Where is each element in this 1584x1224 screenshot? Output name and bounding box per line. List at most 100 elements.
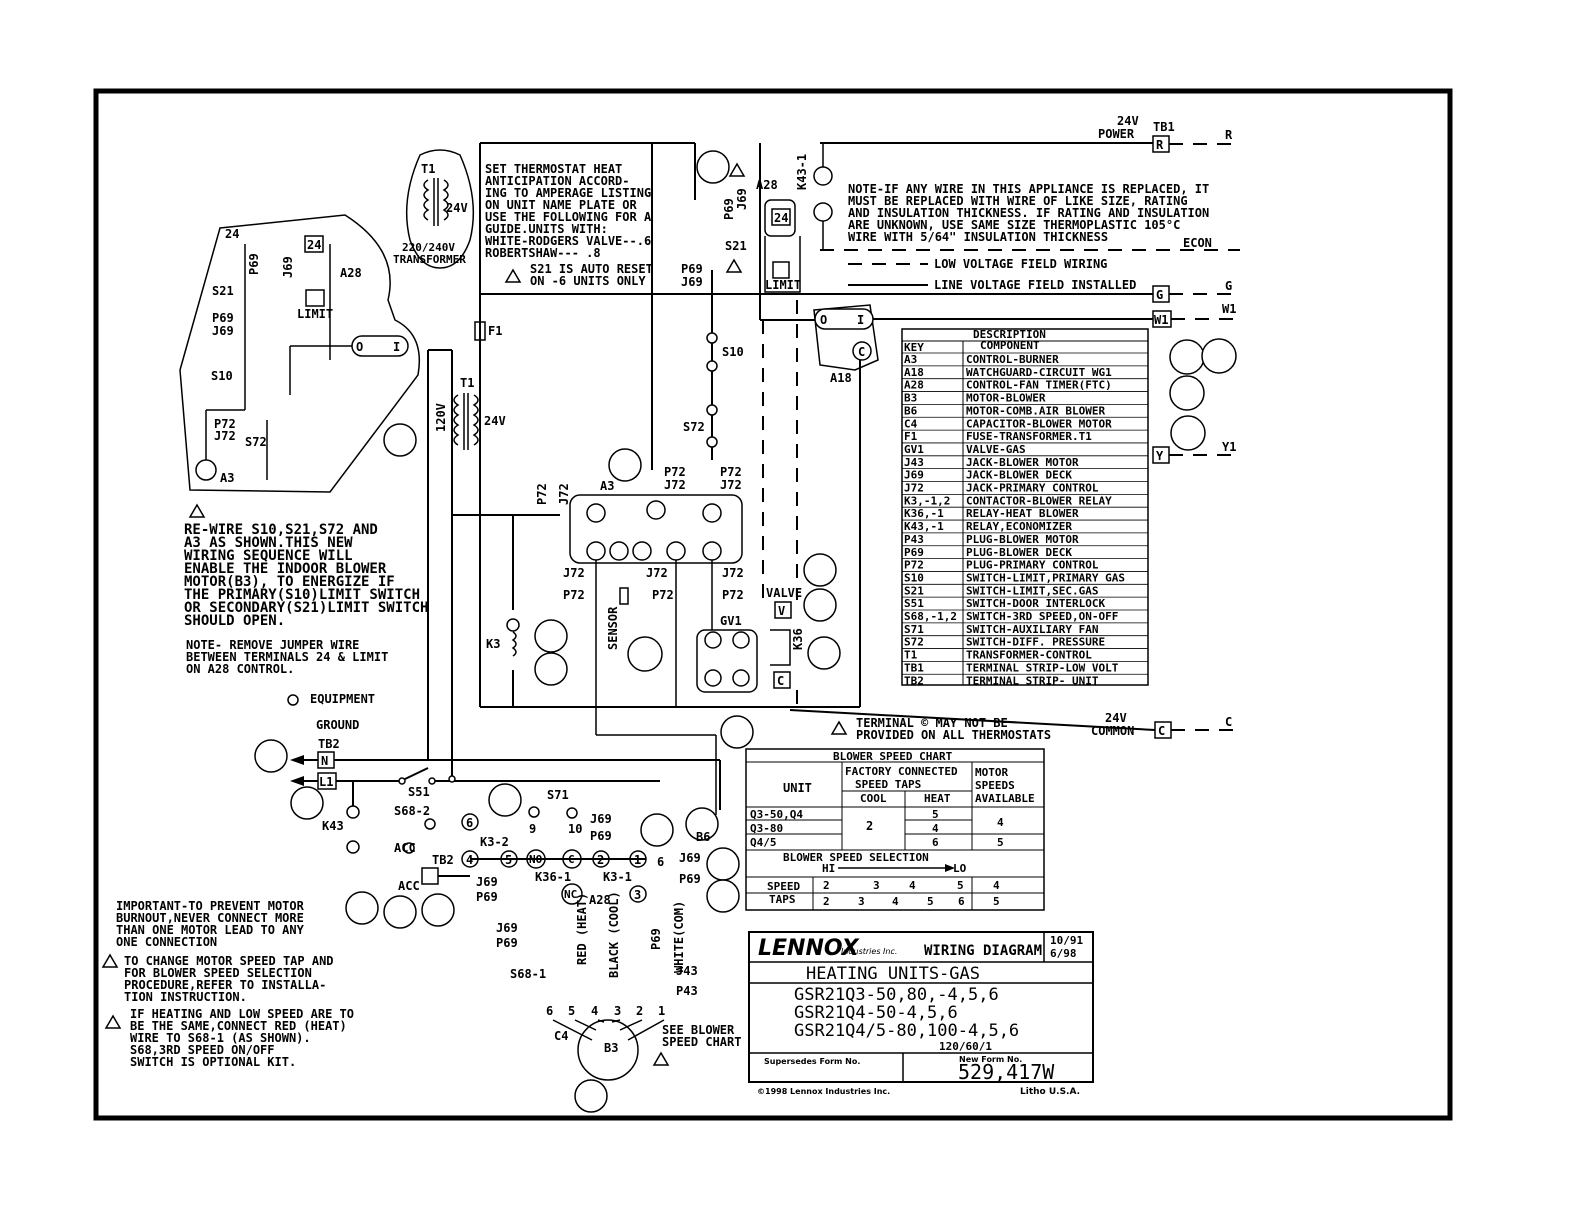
svg-text:MOTOR: MOTOR bbox=[975, 766, 1008, 779]
svg-text:GSR21Q3-50,80,-4,5,6: GSR21Q3-50,80,-4,5,6 bbox=[794, 985, 999, 1005]
svg-text:O: O bbox=[820, 313, 827, 327]
legend-key: S68,-1,2 bbox=[904, 610, 957, 623]
svg-text:3: 3 bbox=[858, 895, 865, 908]
legend-key: F1 bbox=[904, 430, 918, 443]
svg-text:24: 24 bbox=[774, 211, 788, 225]
svg-text:FACTORY CONNECTED: FACTORY CONNECTED bbox=[845, 765, 958, 778]
legend-key: P43 bbox=[904, 533, 924, 546]
legend-component: SWITCH-DIFF. PRESSURE bbox=[966, 636, 1105, 649]
line-voltage-section: EQUIPMENT GROUND TB2 N L1 S51 K43 S68-2 … bbox=[254, 692, 740, 929]
svg-text:BE THE SAME,CONNECT RED (HEAT): BE THE SAME,CONNECT RED (HEAT) bbox=[130, 1019, 347, 1033]
svg-text:VALVE: VALVE bbox=[766, 586, 802, 600]
legend-key: A28 bbox=[904, 379, 924, 392]
svg-text:LO: LO bbox=[953, 862, 967, 875]
svg-text:NOTE- REMOVE JUMPER WIRE: NOTE- REMOVE JUMPER WIRE bbox=[186, 638, 359, 652]
svg-text:P72: P72 bbox=[720, 465, 742, 479]
gas-valve-gv1: VALVE V GV1 K36 C bbox=[696, 300, 841, 749]
svg-text:TERMINAL © MAY NOT BE: TERMINAL © MAY NOT BE bbox=[856, 716, 1008, 730]
svg-text:2: 2 bbox=[823, 895, 830, 908]
svg-text:FOR BLOWER SPEED SELECTION: FOR BLOWER SPEED SELECTION bbox=[124, 966, 312, 980]
svg-text:ACC: ACC bbox=[394, 841, 416, 855]
svg-text:THAN ONE MOTOR LEAD TO ANY: THAN ONE MOTOR LEAD TO ANY bbox=[116, 923, 305, 937]
line-voltage-label: LINE VOLTAGE FIELD INSTALLED bbox=[934, 278, 1136, 292]
svg-text:Industries Inc.: Industries Inc. bbox=[841, 947, 897, 956]
svg-text:SWITCH IS OPTIONAL KIT.: SWITCH IS OPTIONAL KIT. bbox=[130, 1055, 296, 1069]
svg-text:K3-2: K3-2 bbox=[480, 835, 509, 849]
terminal-g: G bbox=[1156, 288, 1163, 302]
svg-text:TB2: TB2 bbox=[318, 737, 340, 751]
svg-text:OR SECONDARY(S21)LIMIT SWITCH: OR SECONDARY(S21)LIMIT SWITCH bbox=[184, 600, 428, 616]
svg-text:10/91: 10/91 bbox=[1050, 934, 1083, 947]
terminal-w1: W1 bbox=[1154, 313, 1168, 327]
svg-text:P69: P69 bbox=[722, 198, 736, 220]
svg-text:4: 4 bbox=[932, 822, 939, 835]
legend-component: SWITCH-LIMIT,PRIMARY GAS bbox=[966, 571, 1125, 584]
svg-text:S10: S10 bbox=[211, 369, 233, 383]
svg-text:5: 5 bbox=[927, 895, 934, 908]
svg-text:B6: B6 bbox=[696, 830, 710, 844]
svg-text:C: C bbox=[777, 674, 784, 688]
transformer-t1-top: T1 24V 220/240V TRANSFORMER bbox=[393, 149, 475, 269]
legend-component-header: COMPONENT bbox=[980, 339, 1040, 352]
svg-text:SET THERMOSTAT HEAT: SET THERMOSTAT HEAT bbox=[485, 162, 622, 176]
legend-key: S51 bbox=[904, 597, 924, 610]
legend-component: PLUG-BLOWER DECK bbox=[966, 546, 1072, 559]
legend-component: CONTACTOR-BLOWER RELAY bbox=[966, 494, 1112, 507]
legend-component: TERMINAL STRIP- UNIT bbox=[966, 674, 1099, 687]
svg-text:5: 5 bbox=[997, 836, 1004, 849]
svg-text:P43: P43 bbox=[676, 984, 698, 998]
legend-component: TRANSFORMER-CONTROL bbox=[966, 649, 1092, 662]
svg-text:THE PRIMARY(S10)LIMIT SWITCH: THE PRIMARY(S10)LIMIT SWITCH bbox=[184, 587, 420, 603]
legend-key: B6 bbox=[904, 404, 918, 417]
svg-text:S10: S10 bbox=[722, 345, 744, 359]
svg-text:SPEED TAPS: SPEED TAPS bbox=[855, 778, 921, 791]
legend-component: WATCHGUARD-CIRCUIT WG1 bbox=[966, 366, 1112, 379]
svg-text:IF HEATING AND LOW SPEED ARE T: IF HEATING AND LOW SPEED ARE TO bbox=[130, 1007, 354, 1021]
svg-text:PROVIDED ON ALL THERMOSTATS: PROVIDED ON ALL THERMOSTATS bbox=[856, 728, 1051, 742]
svg-text:SEE BLOWER: SEE BLOWER bbox=[662, 1023, 735, 1037]
legend-component: CONTROL-BURNER bbox=[966, 353, 1059, 366]
svg-text:Supersedes Form No.: Supersedes Form No. bbox=[764, 1057, 860, 1066]
brand-logo: LENNOX bbox=[758, 936, 860, 961]
svg-text:J72: J72 bbox=[214, 429, 236, 443]
legend-component: JACK-BLOWER DECK bbox=[966, 469, 1072, 482]
svg-text:BURNOUT,NEVER CONNECT MORE: BURNOUT,NEVER CONNECT MORE bbox=[116, 911, 304, 925]
svg-text:NC: NC bbox=[564, 888, 577, 901]
svg-text:J72: J72 bbox=[646, 566, 668, 580]
svg-text:S72: S72 bbox=[683, 420, 705, 434]
svg-text:P72: P72 bbox=[664, 465, 686, 479]
svg-text:K36-1: K36-1 bbox=[535, 870, 571, 884]
terminal-y: Y bbox=[1156, 449, 1164, 463]
svg-text:K3: K3 bbox=[486, 637, 500, 651]
legend-key: GV1 bbox=[904, 443, 924, 456]
svg-text:ENABLE THE INDOOR BLOWER: ENABLE THE INDOOR BLOWER bbox=[184, 561, 387, 577]
svg-text:S21: S21 bbox=[212, 284, 234, 298]
svg-text:6: 6 bbox=[657, 855, 664, 869]
svg-text:P69: P69 bbox=[476, 890, 498, 904]
legend-key: TB1 bbox=[904, 661, 924, 674]
svg-text:4: 4 bbox=[909, 879, 916, 892]
wire-g-label: G bbox=[1225, 279, 1232, 293]
legend-component: RELAY-HEAT BLOWER bbox=[966, 507, 1079, 520]
svg-text:P69: P69 bbox=[212, 311, 234, 325]
warning-triangle-icon bbox=[104, 1014, 122, 1029]
svg-text:P72: P72 bbox=[214, 417, 236, 431]
svg-text:S71: S71 bbox=[547, 788, 569, 802]
legend-component: VALVE-GAS bbox=[966, 443, 1026, 456]
svg-text:A3 AS SHOWN.THIS NEW: A3 AS SHOWN.THIS NEW bbox=[184, 535, 353, 551]
svg-text:WHITE-RODGERS VALVE--.6: WHITE-RODGERS VALVE--.6 bbox=[485, 234, 651, 248]
svg-text:J69: J69 bbox=[590, 812, 612, 826]
svg-text:IMPORTANT-TO PREVENT MOTOR: IMPORTANT-TO PREVENT MOTOR bbox=[116, 899, 305, 913]
svg-text:S68-2: S68-2 bbox=[394, 804, 430, 818]
svg-text:9: 9 bbox=[529, 822, 536, 836]
svg-text:P69: P69 bbox=[496, 936, 518, 950]
wire-replacement-note: NOTE-IF ANY WIRE IN THIS APPLIANCE IS RE… bbox=[848, 182, 1209, 244]
tb1-pin-rings bbox=[1169, 338, 1237, 451]
wire-r-label: R bbox=[1225, 128, 1233, 142]
svg-text:S68,3RD SPEED ON/OFF: S68,3RD SPEED ON/OFF bbox=[130, 1043, 275, 1057]
svg-text:BLOWER SPEED SELECTION: BLOWER SPEED SELECTION bbox=[783, 851, 929, 864]
svg-text:1: 1 bbox=[658, 1004, 665, 1018]
svg-text:4: 4 bbox=[466, 853, 473, 867]
transformer-t1: T1 120V 24V bbox=[434, 376, 506, 450]
